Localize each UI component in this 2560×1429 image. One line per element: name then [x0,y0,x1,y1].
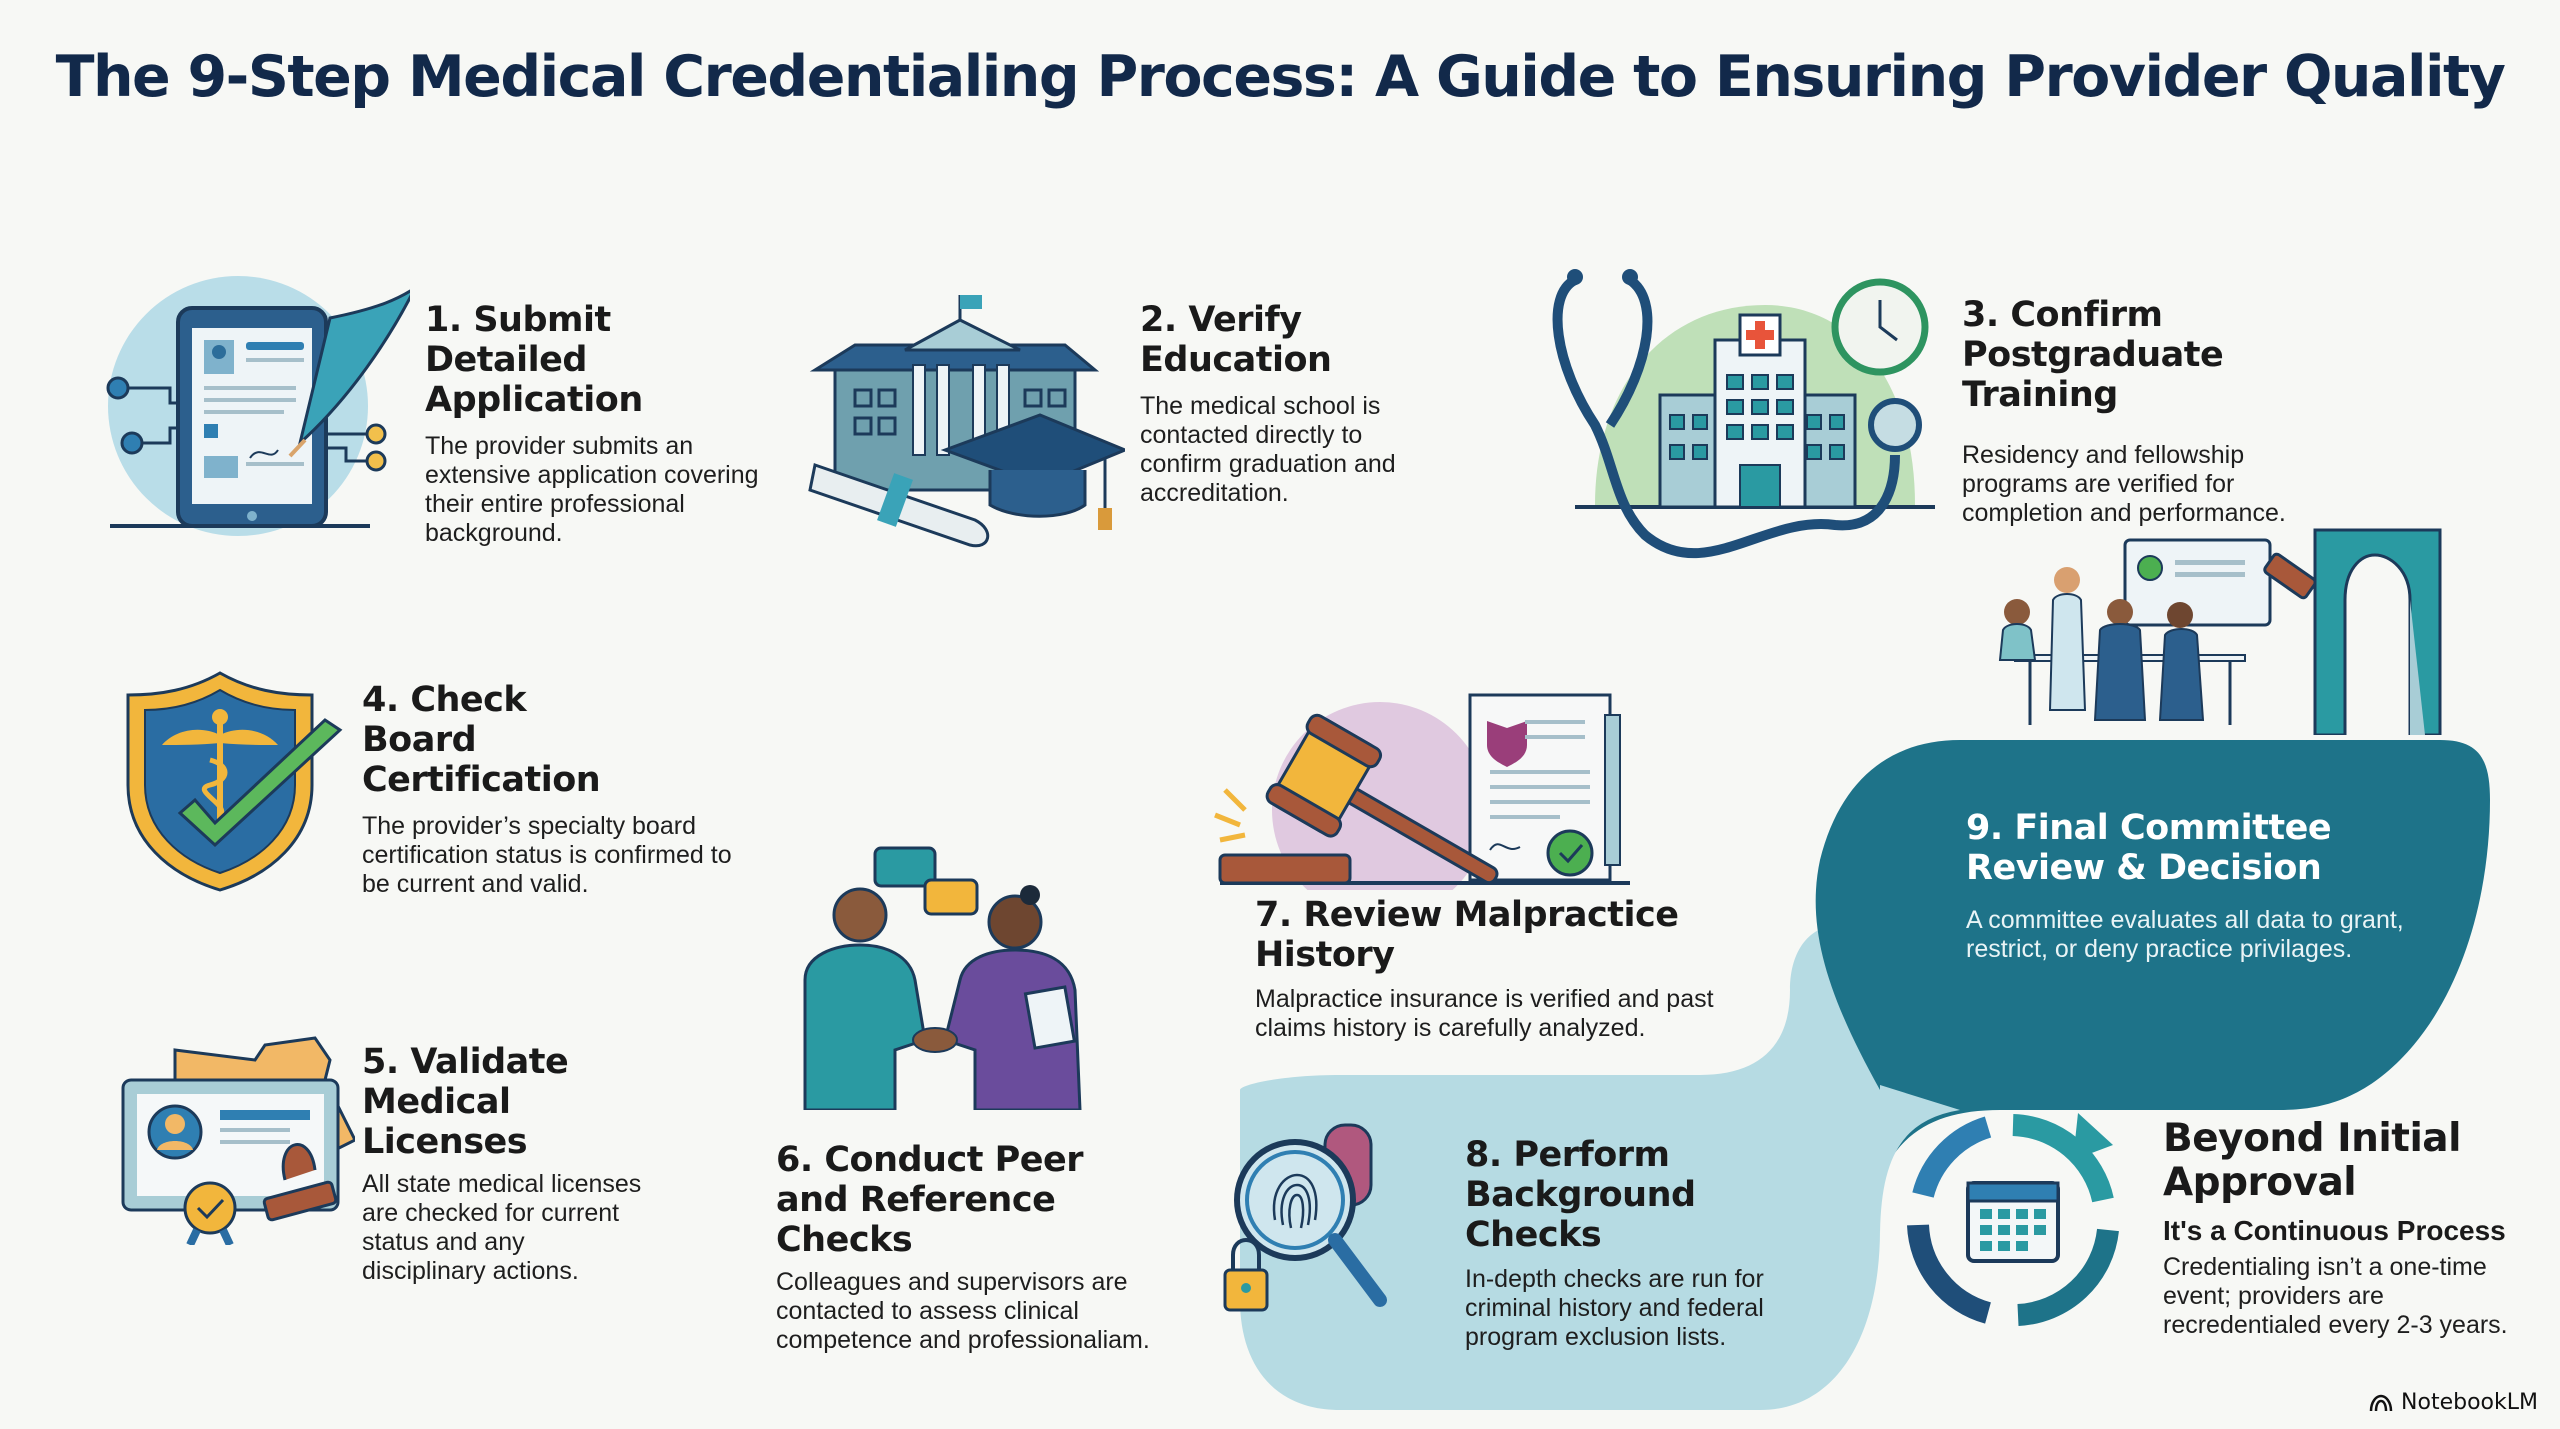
brand-label: NotebookLM [2401,1390,2538,1415]
beyond-body: Credentialing isn’t a one-time event; pr… [2163,1253,2508,1339]
step-6-body: Colleagues and supervisors are contacted… [776,1268,1150,1354]
step-2-body: The medical school is contacted directly… [1140,392,1396,507]
step-1-body: The provider submits an extensive applic… [425,432,759,547]
step-4-heading: 4. Check Board Certification [362,680,601,800]
step-6-heading: 6. Conduct Peer and Reference Checks [776,1140,1084,1260]
notebooklm-logo-icon [2369,1394,2393,1411]
step-2: 2. Verify Education The medical school i… [1140,300,1440,508]
step-3-body: Residency and fellowship programs are ve… [1962,441,2286,527]
caduceus-shield-check-icon [126,671,343,892]
step-8-heading: 8. Perform Background Checks [1465,1135,1696,1255]
step-9-body: A committee evaluates all data to grant,… [1966,906,2404,963]
fingerprint-magnifier-lock-icon [1223,1123,1387,1312]
step-1-heading: 1. Submit Detailed Application [425,300,643,420]
step-2-heading: 2. Verify Education [1140,300,1332,380]
page-title: The 9-Step Medical Credentialing Process… [55,44,2506,110]
step-9: 9. Final Committee Review & Decision A c… [1966,808,2426,964]
gavel-document-icon [1214,693,1630,890]
path-band-light [1240,925,1880,1410]
step-5-heading: 5. Validate Medical Licenses [362,1042,569,1162]
hospital-stethoscope-clock-icon [1552,269,1935,559]
step-7-heading: 7. Review Malpractice History [1255,895,1679,975]
step-9-heading: 9. Final Committee Review & Decision [1966,808,2332,888]
beyond-subheading: It's a Continuous Process [2163,1215,2506,1246]
step-5-body: All state medical licenses are checked f… [362,1170,642,1285]
path-band-dark [1815,740,2490,1180]
notebooklm-brand: NotebookLM [2369,1390,2538,1415]
university-graduation-cap-icon [808,295,1125,548]
step-8: 8. Perform Background Checks In-depth ch… [1465,1135,1835,1352]
step-1: 1. Submit Detailed Application The provi… [425,300,765,548]
step-7-body: Malpractice insurance is verified and pa… [1255,985,1714,1042]
tablet-application-quill-icon [106,276,410,536]
committee-meeting-door-icon [1998,528,2442,735]
step-6: 6. Conduct Peer and Reference Checks Col… [776,1140,1176,1355]
step-4: 4. Check Board Certification The provide… [362,680,732,899]
step-3: 3. Confirm Postgraduate Training Residen… [1962,295,2382,528]
license-certificate-stamp-icon [121,1036,355,1245]
handshake-chat-icon [803,846,1082,1110]
step-5: 5. Validate Medical Licenses All state m… [362,1042,662,1286]
step-3-heading: 3. Confirm Postgraduate Training [1962,295,2224,415]
step-4-body: The provider’s specialty board certifica… [362,812,732,898]
beyond-initial-approval: Beyond Initial Approval It's a Continuou… [2163,1117,2553,1340]
beyond-heading: Beyond Initial Approval [2163,1116,2462,1205]
step-7: 7. Review Malpractice History Malpractic… [1255,895,1775,1043]
cycle-calendar-icon [1907,1113,2119,1326]
step-8-body: In-depth checks are run for criminal his… [1465,1265,1764,1351]
